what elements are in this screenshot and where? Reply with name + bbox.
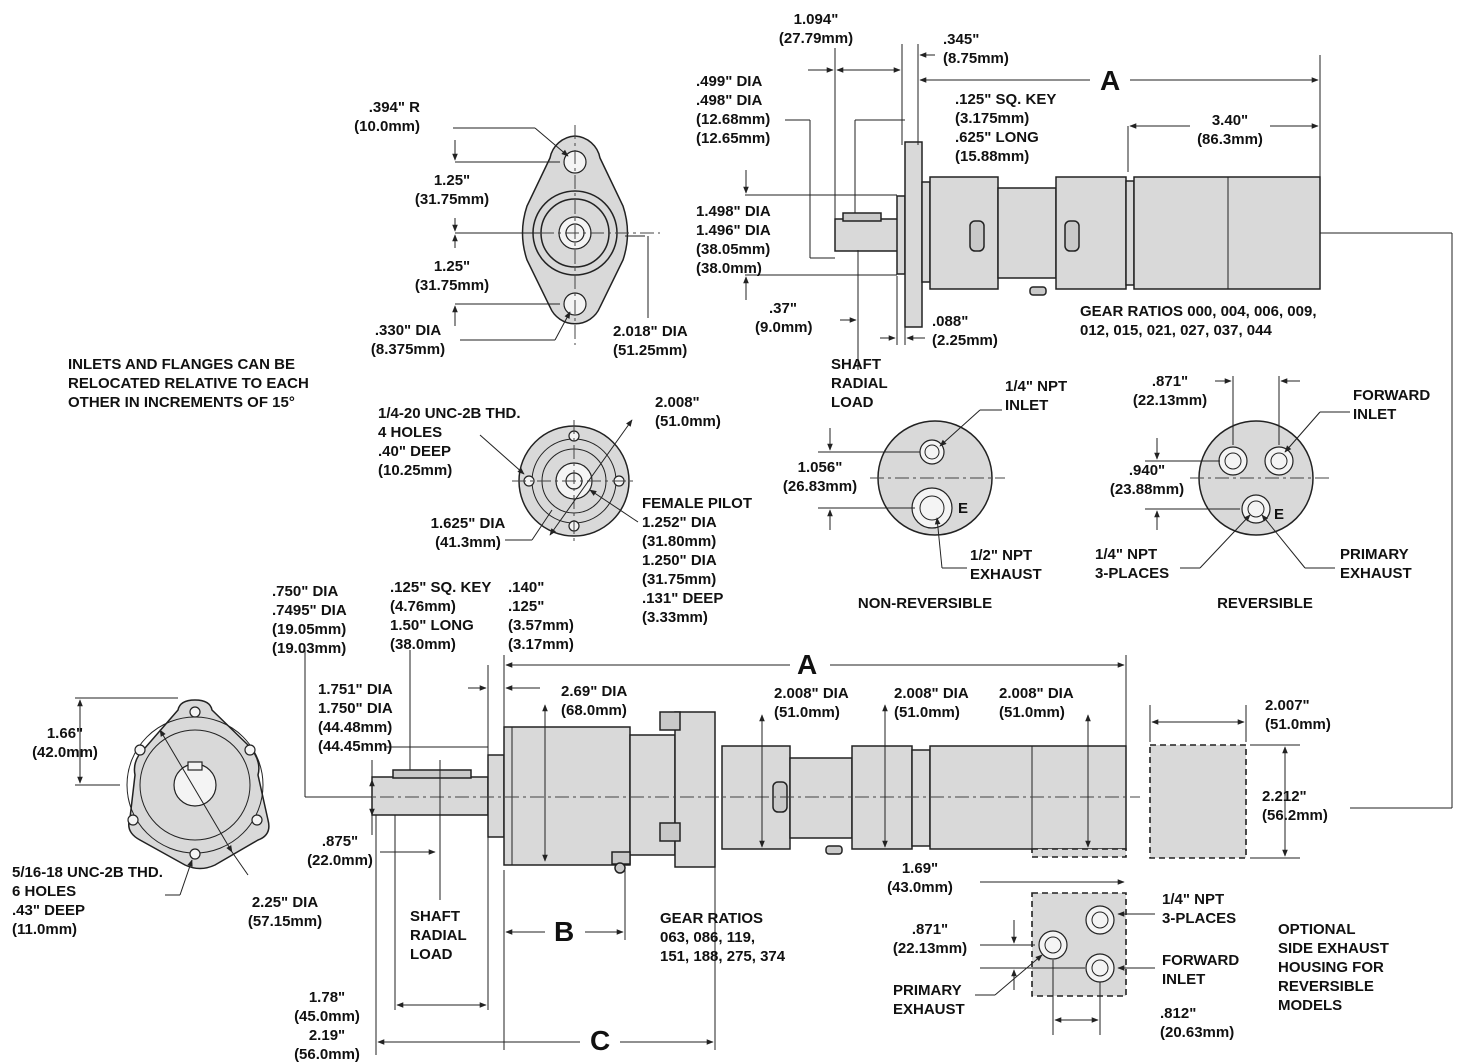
bottom-radial-load: SHAFT RADIAL LOAD [410,908,467,963]
end-view-6-hole [75,697,270,896]
rev-forward-inlet: FORWARD INLET [1353,387,1431,423]
bottom-dim-1751: 1.751" DIA 1.750" DIA (44.48mm) (44.45mm… [318,681,393,755]
top-dimension-lines [743,44,1453,809]
flange-hole-dia: .330" DIA (8.375mm) [370,322,446,358]
flange-radius: .394" R (10.0mm) [354,99,420,135]
top-radial-load: SHAFT RADIAL LOAD [831,356,888,411]
reversible-inlet-view [1145,376,1350,569]
nonrev-e-mark: E [958,500,969,517]
side-dim-812: .812" (20.63mm) [1160,1005,1235,1041]
bottom-dim-A: A [797,649,818,680]
side-forward-inlet: FORWARD INLET [1162,952,1240,988]
top-dim-088: .088" (2.25mm) [932,313,998,349]
top-shaft-dia: .499" DIA .498" DIA (12.68mm) (12.65mm) [696,73,771,147]
bottom-dim-875: .875" (22.0mm) [307,833,373,869]
bottom-dim-269: 2.69" DIA (68.0mm) [561,683,628,719]
nonrev-dim-1056: 1.056" (26.83mm) [782,459,858,495]
top-dim-A: A [1100,65,1121,96]
rev-primary-exhaust: PRIMARY EXHAUST [1340,546,1412,582]
bottom-dim-2008-a: 2.008" DIA (51.0mm) [774,685,849,721]
top-dim-1094: 1.094" (27.79mm) [778,11,854,47]
bottom-key: .125" SQ. KEY (4.76mm) 1.50" LONG (38.0m… [390,579,492,653]
rev-title: REVERSIBLE [1217,595,1313,612]
flange-outer-dia: 2.018" DIA (51.25mm) [613,323,688,359]
bottom-dimension-lines [304,650,1127,1055]
bottom-dim-219: 2.19" (56.0mm) [294,1027,360,1063]
relocate-note: INLETS AND FLANGES CAN BE RELOCATED RELA… [68,356,309,411]
bottom-dim-750: .750" DIA .7495" DIA (19.05mm) (19.03mm) [272,583,347,657]
bottom-dim-B: B [554,916,575,947]
bottom-motor-side-view [355,711,1140,874]
face-female-pilot: FEMALE PILOT 1.252" DIA (31.80mm) 1.250"… [642,495,752,626]
face-dim-2008: 2.008" (51.0mm) [655,394,721,430]
nonrev-exhaust: 1/2" NPT EXHAUST [970,547,1042,583]
rev-dim-940: .940" (23.88mm) [1109,462,1185,498]
flange-dim-125-bottom: 1.25" (31.75mm) [414,258,490,294]
diamond-flange-view [452,125,660,345]
side-exhaust-note: OPTIONAL SIDE EXHAUST HOUSING FOR REVERS… [1278,921,1389,1014]
top-gear-ratios: GEAR RATIOS 000, 004, 006, 009, 012, 015… [1080,303,1317,339]
non-reversible-inlet-view [818,409,1005,569]
flange-dim-125-top: 1.25" (31.75mm) [414,172,490,208]
side-exhaust-housing [975,705,1300,1035]
end-thread: 5/16-18 UNC-2B THD. 6 HOLES .43" DEEP (1… [12,864,163,938]
bottom-dim-C: C [590,1025,611,1056]
top-motor-side-view [834,141,1321,328]
nonrev-title: NON-REVERSIBLE [857,595,993,612]
bottom-dim-2008-c: 2.008" DIA (51.0mm) [999,685,1074,721]
face-mount-view [479,419,639,542]
end-dim-166: 1.66" (42.0mm) [32,725,98,761]
side-dim-2212: 2.212" (56.2mm) [1262,788,1328,824]
top-dim-37: .37" (9.0mm) [755,300,813,336]
top-dim-340: 3.40" (86.3mm) [1197,112,1263,148]
bottom-dim-169: 1.69" (43.0mm) [887,860,953,896]
nonrev-inlet: 1/4" NPT INLET [1005,378,1068,414]
top-key: .125" SQ. KEY (3.175mm) .625" LONG (15.8… [955,91,1057,165]
face-dim-1625: 1.625" DIA (41.3mm) [430,515,506,551]
top-dim-345: .345" (8.75mm) [943,31,1009,67]
bottom-gear-ratios: GEAR RATIOS 063, 086, 119, 151, 188, 275… [660,910,786,965]
rev-e-mark: E [1274,506,1285,523]
side-npt: 1/4" NPT 3-PLACES [1162,891,1237,927]
rev-npt: 1/4" NPT 3-PLACES [1095,546,1170,582]
top-pilot-dia: 1.498" DIA 1.496" DIA (38.05mm) (38.0mm) [696,203,771,277]
end-dim-225: 2.25" DIA (57.15mm) [247,894,323,930]
side-dim-2007: 2.007" (51.0mm) [1265,697,1331,733]
side-primary-exhaust: PRIMARY EXHAUST [893,982,965,1018]
bottom-dim-2008-b: 2.008" DIA (51.0mm) [894,685,969,721]
bottom-dim-178: 1.78" (45.0mm) [294,989,360,1025]
rev-dim-871: .871" (22.13mm) [1132,373,1208,409]
side-dim-871: .871" (22.13mm) [892,921,968,957]
bottom-dim-140: .140" .125" (3.57mm) (3.17mm) [508,579,574,653]
face-thread: 1/4-20 UNC-2B THD. 4 HOLES .40" DEEP (10… [378,405,521,479]
